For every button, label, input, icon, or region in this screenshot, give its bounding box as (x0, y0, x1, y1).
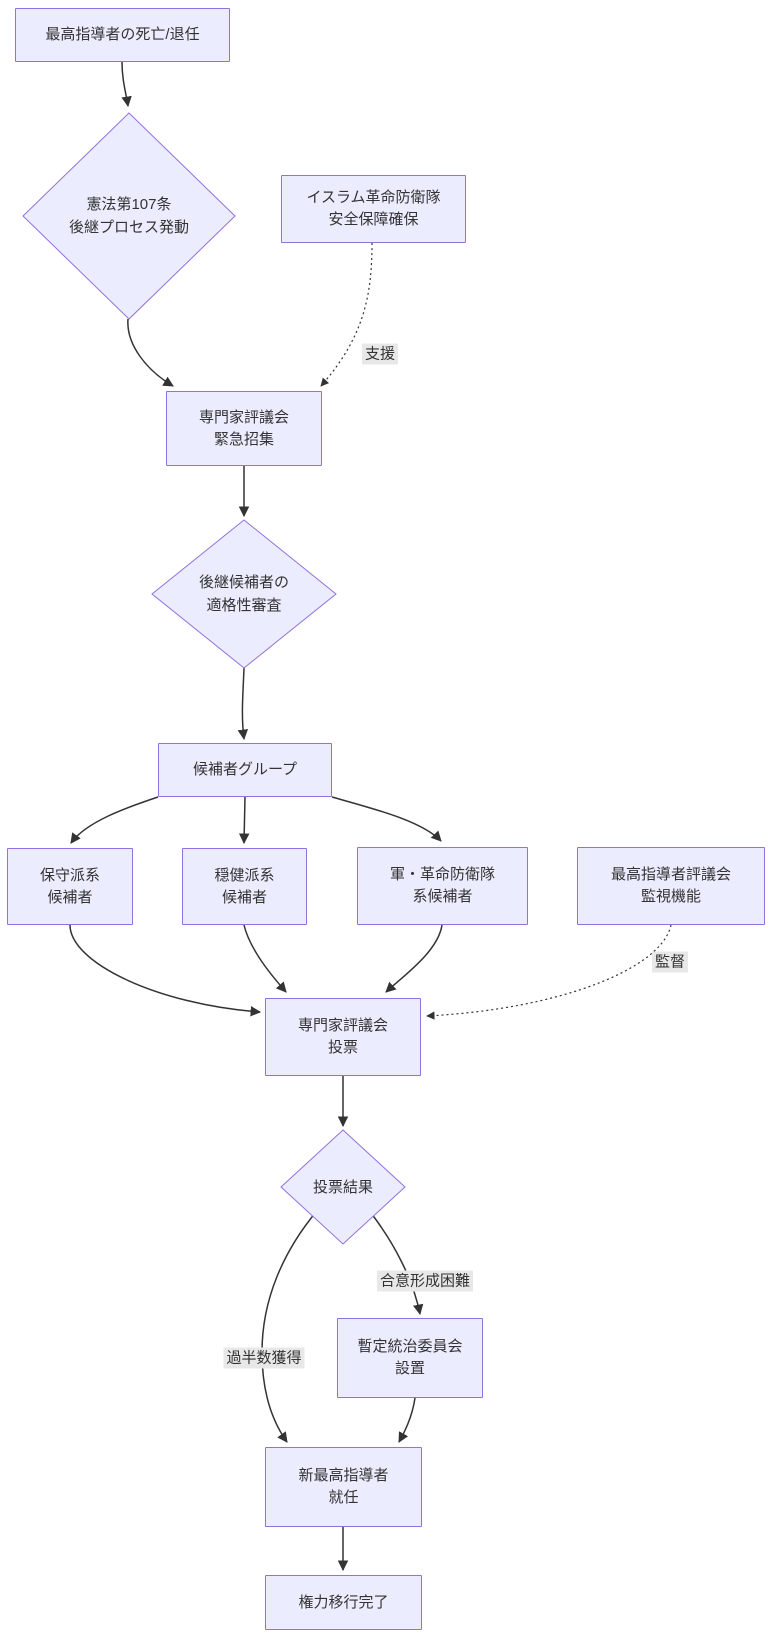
edge-label-majority: 過半数獲得 (223, 1347, 305, 1369)
edge-candidates-to-moderate (238, 796, 250, 845)
node-article-107-label: 憲法第107条 後継プロセス発動 (68, 196, 189, 236)
edge-conservative-to-vote (69, 924, 262, 1017)
diamond-eligibility-review (151, 519, 337, 669)
edge-oversight-to-vote-supervise (426, 924, 672, 1020)
edge-interim-to-newleader (398, 1397, 416, 1443)
node-interim-committee: 暫定統治委員会 設置 (337, 1318, 483, 1398)
node-irgc-security: イスラム革命防衛隊 安全保障確保 (281, 175, 466, 243)
edge-label-no-consensus: 合意形成困難 (376, 1270, 474, 1292)
edge-result-to-interim (370, 1212, 424, 1316)
node-leader-death: 最高指導者の死亡/退任 (15, 8, 230, 62)
edge-moderate-to-vote (243, 924, 287, 993)
edge-military-to-vote (385, 924, 443, 993)
edge-label-support: 支援 (361, 343, 399, 365)
edge-review-to-candidates (237, 667, 249, 741)
node-eligibility-review-label: 後継候補者の 適格性審査 (198, 574, 289, 614)
edge-irgc-to-assembly-support (320, 242, 373, 387)
edge-death-to-article107 (121, 61, 132, 108)
edge-label-supervise: 監督 (651, 951, 689, 973)
node-candidate-group: 候補者グループ (158, 743, 332, 797)
diamond-article-107 (22, 112, 236, 320)
edge-article107-to-assembly (127, 318, 174, 387)
node-conservative-candidates: 保守派系 候補者 (7, 848, 133, 925)
node-oversight-council: 最高指導者評議会 監視機能 (577, 847, 765, 925)
edge-candidates-to-military (331, 796, 442, 842)
node-moderate-candidates: 穏健派系 候補者 (182, 848, 307, 925)
edge-candidates-to-conservative (70, 796, 159, 844)
edge-result-to-newleader-majority (261, 1211, 317, 1443)
node-new-leader: 新最高指導者 就任 (265, 1447, 422, 1527)
diamond-vote-result (280, 1129, 406, 1245)
node-assembly-emergency: 専門家評議会 緊急招集 (166, 391, 322, 466)
node-assembly-vote: 専門家評議会 投票 (265, 998, 421, 1076)
node-transition-complete: 権力移行完了 (265, 1575, 422, 1630)
node-military-candidates: 軍・革命防衛隊 系候補者 (357, 847, 528, 925)
node-vote-result-label: 投票結果 (312, 1178, 373, 1196)
